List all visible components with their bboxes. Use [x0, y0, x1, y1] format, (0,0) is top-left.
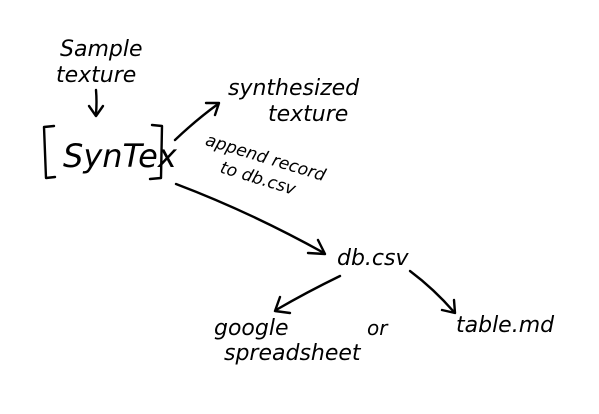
or-connector-label: or: [367, 316, 389, 340]
syntex-label: SynTex: [63, 137, 178, 175]
google-spreadsheet-label-line1: google: [214, 316, 289, 341]
append-arrow: [174, 182, 327, 256]
synthesized-texture-label-line1: synthesized: [228, 76, 360, 101]
syntex-node: SynTex: [42, 123, 178, 181]
sample-texture-label-line1: Sample: [60, 37, 143, 62]
table-md-arrow: [408, 269, 457, 315]
right-bracket: [148, 123, 164, 181]
google-spreadsheet-arrow: [273, 274, 342, 315]
synthesized-texture-label-line2: texture: [268, 102, 348, 127]
output-arrow: [173, 101, 221, 142]
input-arrow: [87, 88, 105, 118]
left-bracket: [42, 124, 57, 180]
google-spreadsheet-label-line2: spreadsheet: [224, 341, 362, 366]
sample-texture-label-line2: texture: [56, 63, 136, 88]
table-md-label: table.md: [456, 313, 555, 338]
db-csv-label: db.csv: [337, 246, 409, 271]
